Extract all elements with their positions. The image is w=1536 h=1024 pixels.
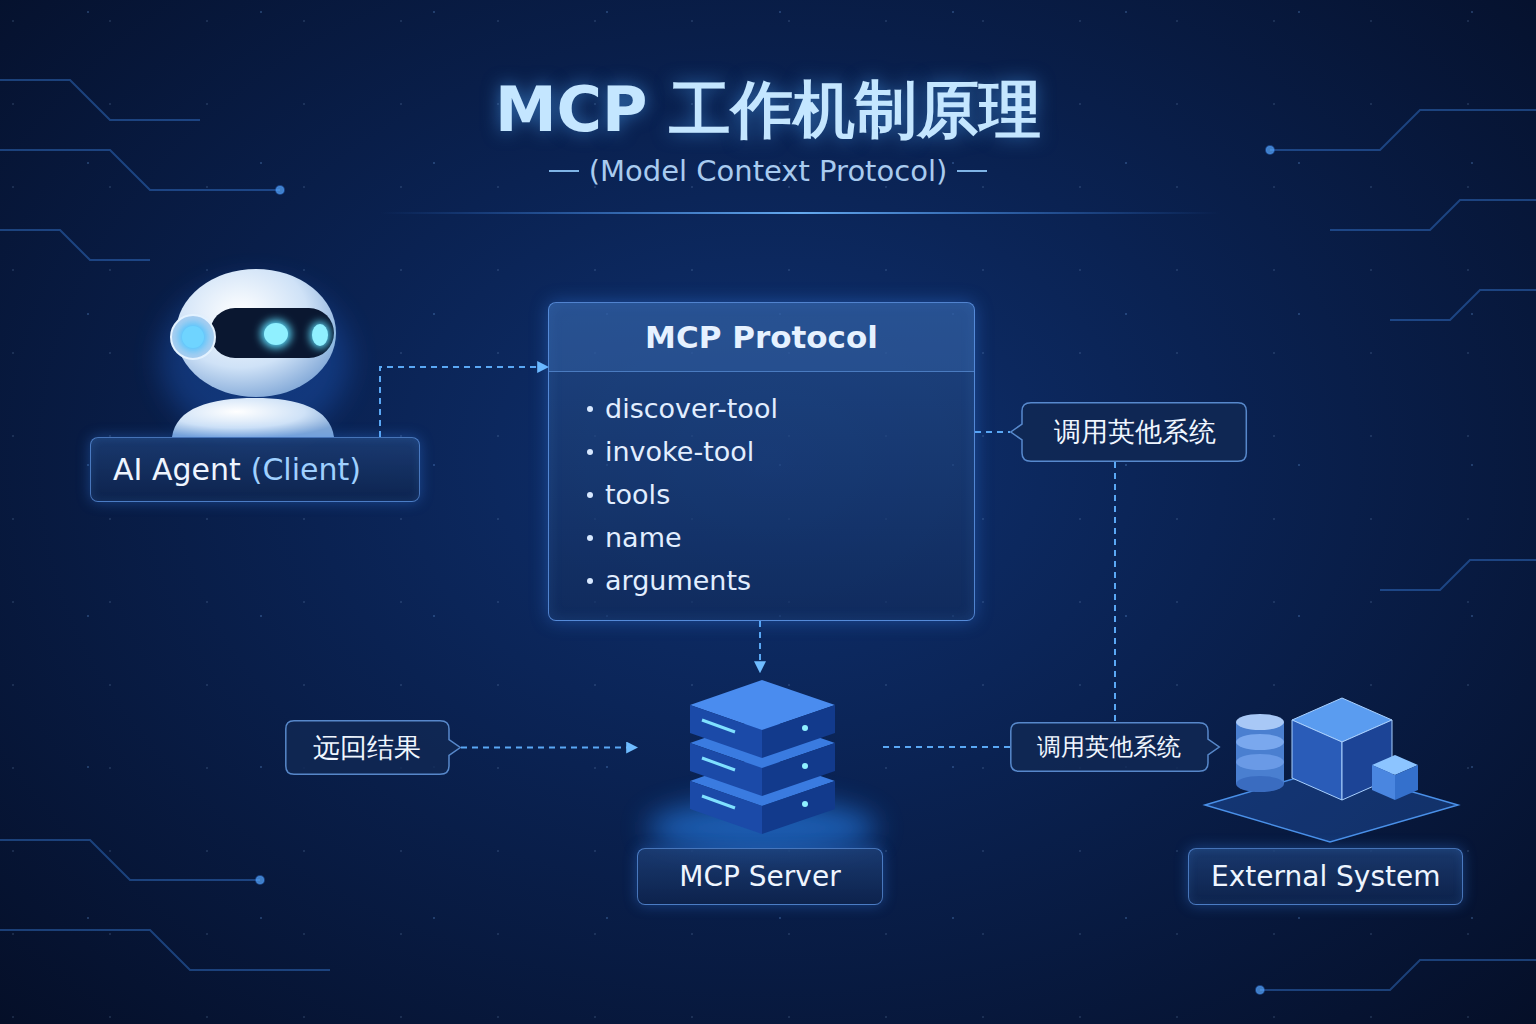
server-led <box>802 801 808 807</box>
external-box: External System <box>1188 848 1463 905</box>
server-light <box>702 758 735 770</box>
dashed-connector <box>461 747 637 749</box>
server-face <box>762 705 835 758</box>
server-node: MCP Server <box>637 672 883 905</box>
bullet-dot <box>587 578 593 584</box>
robot-eye <box>264 323 288 345</box>
circuit-trace <box>1380 560 1536 590</box>
bullet-dot <box>587 535 593 541</box>
panel-list: discover-tool invoke-tool tools name argumen… <box>549 372 974 620</box>
list-text: discover-tool <box>605 393 778 424</box>
subtitle-rule <box>549 170 579 172</box>
dashed-connector <box>380 367 548 437</box>
callout-outline <box>1011 723 1220 772</box>
protocol-panel: MCP Protocol discover-tool invoke-tool tool… <box>548 302 975 621</box>
circuit-dot <box>1266 146 1274 154</box>
callout-text: 调用英他系统 <box>1054 414 1216 450</box>
subtitle-row: (Model Context Protocol) <box>0 154 1536 188</box>
robot-visor <box>210 308 334 358</box>
box-text: AI Agent <box>113 452 241 487</box>
bullet-dot <box>587 492 593 498</box>
external-system-illustration <box>1205 698 1458 842</box>
robot-eye-glow <box>310 322 330 348</box>
callout-tag: 远回结果 <box>285 720 461 775</box>
database-disc <box>1236 754 1284 770</box>
server-light <box>702 720 735 732</box>
robot-head <box>176 269 336 397</box>
dashed-connector <box>883 746 1010 748</box>
bullet-dot <box>587 449 593 455</box>
cube-face <box>1372 765 1395 800</box>
dashed-connector <box>1114 462 1116 722</box>
list-item: tools <box>587 473 950 516</box>
panel-title: MCP Protocol <box>645 319 878 355</box>
dashed-connector <box>975 431 1010 433</box>
dashed-connector <box>759 621 761 672</box>
callout-tag: 调用英他系统 <box>1010 402 1247 462</box>
circuit-trace <box>1270 110 1536 150</box>
circuit-lines <box>0 80 1536 994</box>
server-face <box>690 705 762 758</box>
robot-ear-light <box>182 326 204 348</box>
server-label: MCP Server <box>637 848 883 905</box>
list-item: invoke-tool <box>587 430 950 473</box>
circuit-dot <box>276 186 284 194</box>
callout-tag: 调用英他系统 <box>1010 722 1220 772</box>
list-text: name <box>605 522 682 553</box>
database-disc <box>1236 714 1284 730</box>
database-disc <box>1236 734 1284 750</box>
robot-illustration <box>160 269 350 440</box>
header-rule <box>380 212 1220 214</box>
circuit-dot <box>1256 986 1264 994</box>
circuit-trace <box>1260 960 1536 990</box>
circuit-trace <box>0 230 150 260</box>
server-led <box>802 725 808 731</box>
list-text: tools <box>605 479 670 510</box>
robot-ear-glow <box>179 323 207 351</box>
robot-eye-glow <box>261 320 291 348</box>
client-box: AI Agent (Client) <box>90 437 420 502</box>
circuit-trace <box>0 840 260 880</box>
robot-body <box>172 398 334 437</box>
robot-ear <box>171 315 215 359</box>
list-item: arguments <box>587 559 950 602</box>
server-led <box>802 763 808 769</box>
diagram-title: MCP 工作机制原理 <box>0 68 1536 152</box>
bullet-dot <box>587 406 593 412</box>
callout-outline <box>286 721 461 775</box>
cube-face <box>1292 720 1342 800</box>
database-body <box>1236 722 1284 784</box>
subtitle-rule <box>957 170 987 172</box>
list-item: discover-tool <box>587 387 950 430</box>
circuit-trace <box>1330 200 1536 230</box>
callout-text: 远回结果 <box>313 730 421 766</box>
server-light <box>702 796 735 808</box>
cube-face <box>1395 765 1418 800</box>
circuit-dot <box>256 876 264 884</box>
circuit-trace <box>0 930 330 970</box>
callout-text: 调用英他系统 <box>1037 731 1181 763</box>
panel-header: MCP Protocol <box>549 303 974 372</box>
callout-outline <box>1011 403 1247 462</box>
subtitle-text: (Model Context Protocol) <box>589 154 948 188</box>
box-subtext: (Client) <box>251 452 361 487</box>
list-text: invoke-tool <box>605 436 754 467</box>
circuit-trace <box>0 150 280 190</box>
server-illustration <box>647 680 877 856</box>
robot-eye <box>312 324 328 346</box>
list-item: name <box>587 516 950 559</box>
circuit-trace <box>1390 290 1536 320</box>
box-text: External System <box>1211 860 1440 893</box>
list-text: arguments <box>605 565 751 596</box>
circuit-trace <box>0 80 200 120</box>
database-disc <box>1236 776 1284 792</box>
